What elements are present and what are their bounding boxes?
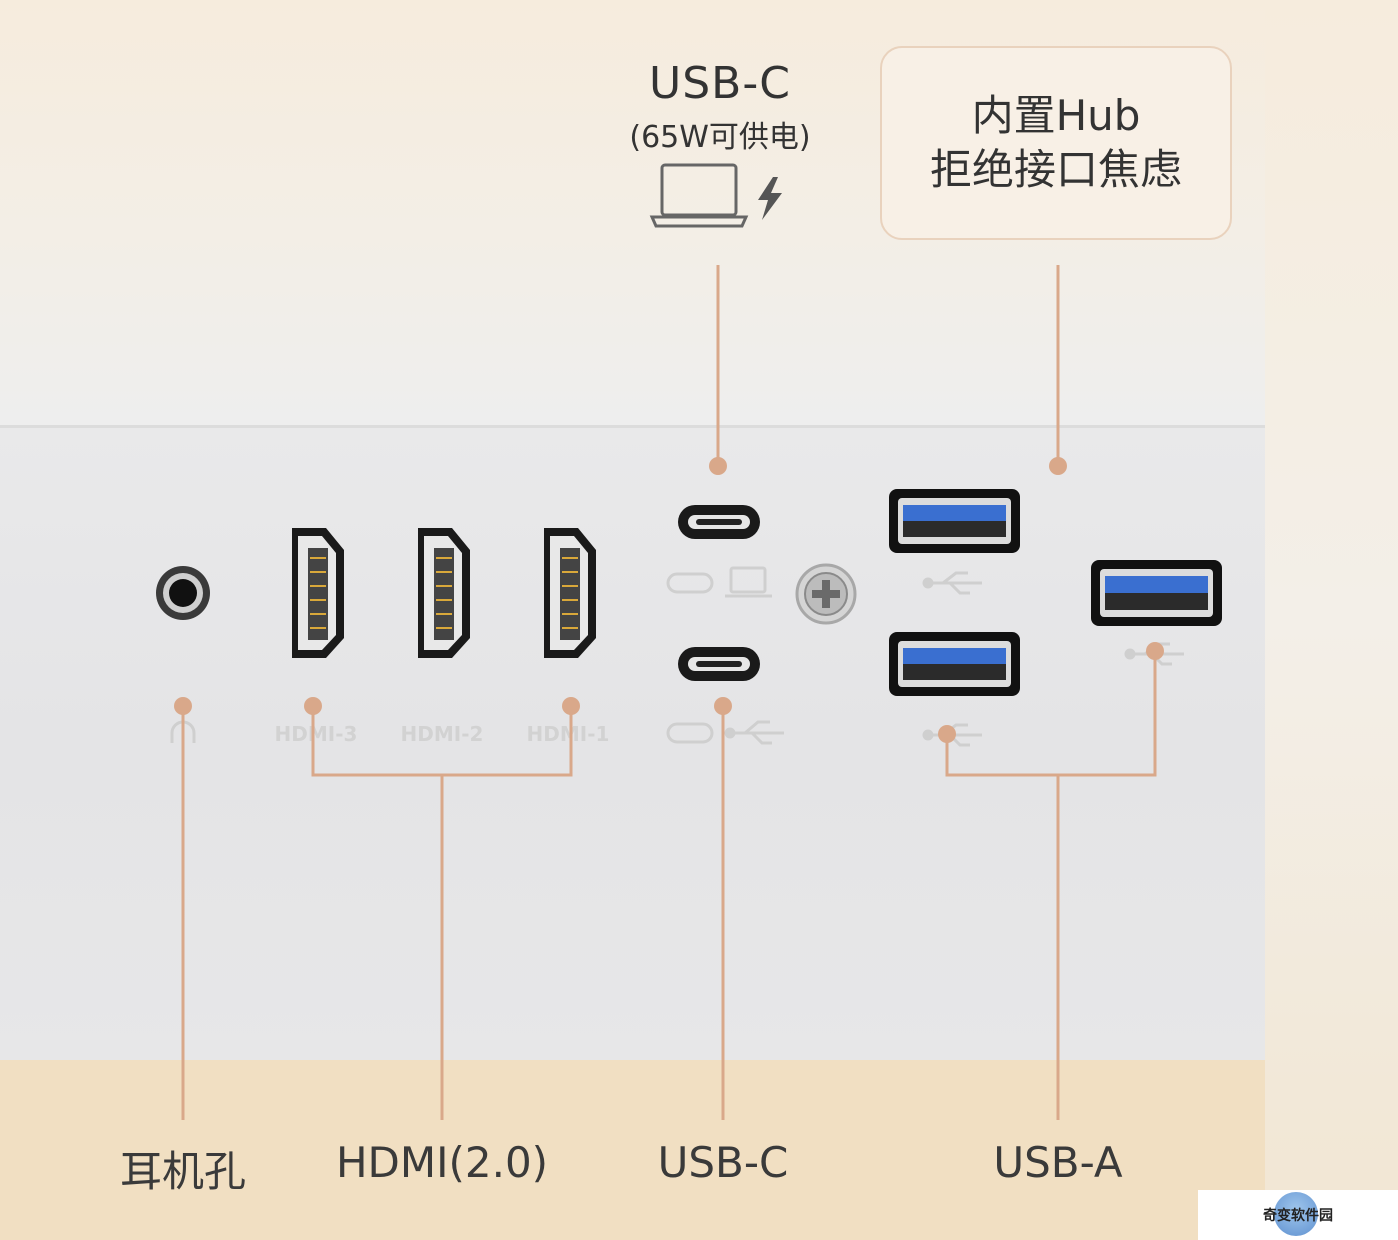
background-right — [1265, 0, 1398, 1240]
usb-a-port-2-icon — [889, 632, 1020, 696]
watermark-logo-icon — [1274, 1192, 1318, 1236]
hdmi-1-marking: HDMI-1 — [527, 722, 610, 746]
watermark: 奇变软件园 — [1198, 1190, 1398, 1240]
hdmi-3-port-icon — [292, 528, 344, 658]
label-hdmi: HDMI(2.0) — [335, 1138, 549, 1187]
leader-lines — [181, 265, 1157, 1120]
usb-c-port-bottom-icon — [678, 647, 760, 681]
hdmi-2-port-icon — [418, 528, 470, 658]
usb-c-port-top-icon — [678, 505, 760, 539]
usb-c-laptop-symbol-icon — [666, 566, 772, 598]
hub-callout-box: 内置Hub 拒绝接口焦虑 — [880, 46, 1232, 240]
label-usb-c: USB-C — [657, 1138, 789, 1187]
port-panel — [0, 425, 1265, 1063]
usb-c-data-symbol-icon — [666, 720, 784, 745]
screw-icon — [795, 563, 857, 625]
watermark-text: 奇变软件园 — [1263, 1208, 1333, 1224]
hub-callout-line2: 拒绝接口焦虑 — [929, 145, 1182, 194]
label-headphone: 耳机孔 — [119, 1147, 246, 1196]
headphone-jack-icon — [156, 566, 210, 620]
label-strip — [0, 1060, 1265, 1240]
usb-symbol-1-icon — [922, 571, 982, 595]
usb-a-port-1-icon — [889, 489, 1020, 553]
hdmi-1-port-icon — [544, 528, 596, 658]
hub-callout-line1: 内置Hub — [971, 91, 1141, 140]
usb-c-callout-power: (65W可供电) — [629, 120, 811, 155]
usb-a-port-3-icon — [1091, 560, 1222, 626]
label-usb-a: USB-A — [993, 1138, 1123, 1187]
leader-dots — [174, 457, 1164, 743]
hdmi-2-marking: HDMI-2 — [401, 722, 484, 746]
hdmi-3-marking: HDMI-3 — [275, 722, 358, 746]
laptop-charging-icon — [649, 163, 782, 228]
usb-c-callout-title: USB-C — [649, 58, 791, 109]
